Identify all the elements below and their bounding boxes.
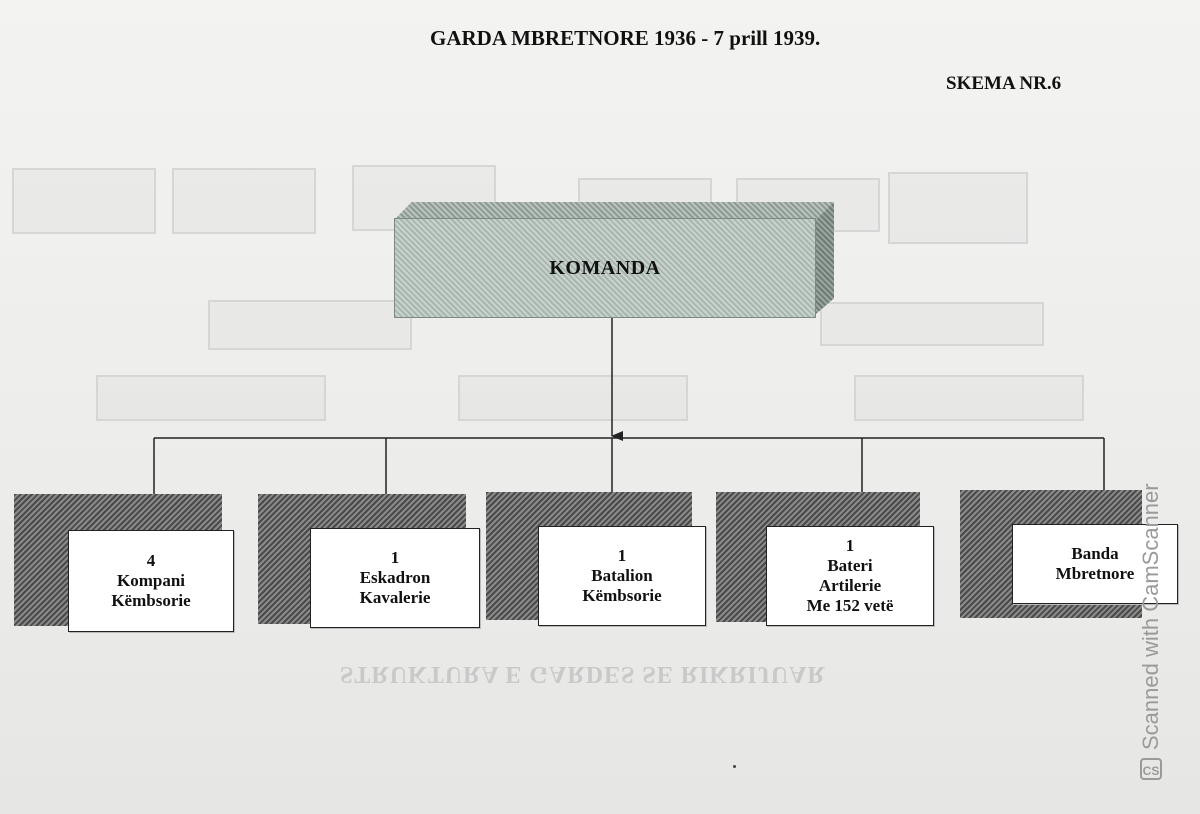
ghost-box <box>96 375 326 421</box>
unit-line: Bateri <box>827 556 873 575</box>
unit-line: Artilerie <box>818 576 882 595</box>
scanner-watermark: CS Scanned with CamScanner <box>1138 483 1164 780</box>
page-title: GARDA MBRETNORE 1936 - 7 prill 1939. <box>430 26 821 50</box>
komanda-label: KOMANDA <box>549 256 661 279</box>
unit-box: 1 Batalion Këmbsorie <box>538 526 706 626</box>
unit-line: Këmbsorie <box>582 586 662 605</box>
ghost-text: STRUKTURA E GARDES SE RIKRIJUAR <box>340 661 826 687</box>
ghost-box <box>820 302 1044 346</box>
unit-line: Këmbsorie <box>111 591 191 610</box>
camscanner-logo-icon: CS <box>1140 758 1162 780</box>
ghost-box <box>854 375 1084 421</box>
unit-line: Mbretnore <box>1055 564 1135 583</box>
speck <box>733 765 736 768</box>
unit-box: 1 Eskadron Kavalerie <box>310 528 480 628</box>
unit-line: 1 <box>845 536 855 555</box>
unit-line: 1 <box>617 546 627 565</box>
scheme-number: SKEMA NR.6 <box>946 73 1062 94</box>
komanda-top-face <box>394 202 834 220</box>
komanda-node: KOMANDA <box>394 202 834 332</box>
watermark-text: Scanned with CamScanner <box>1138 483 1163 750</box>
unit-line: Eskadron <box>359 568 431 587</box>
unit-line: Banda <box>1071 544 1119 563</box>
unit-line: Batalion <box>591 566 653 585</box>
komanda-side-face <box>816 202 834 314</box>
unit-line: 1 <box>390 548 400 567</box>
ghost-box <box>888 172 1028 244</box>
unit-box: 4 Kompani Këmbsorie <box>68 530 234 632</box>
komanda-front-face: KOMANDA <box>394 218 816 318</box>
ghost-box <box>208 300 412 350</box>
unit-line: Kompani <box>116 571 186 590</box>
ghost-box <box>458 375 688 421</box>
unit-line: Kavalerie <box>359 588 431 607</box>
unit-box: 1 Bateri Artilerie Me 152 vetë <box>766 526 934 626</box>
ghost-box <box>12 168 156 234</box>
unit-line: Me 152 vetë <box>806 596 894 615</box>
unit-line: 4 <box>146 551 156 570</box>
ghost-box <box>172 168 316 234</box>
unit-box: Banda Mbretnore <box>1012 524 1178 604</box>
